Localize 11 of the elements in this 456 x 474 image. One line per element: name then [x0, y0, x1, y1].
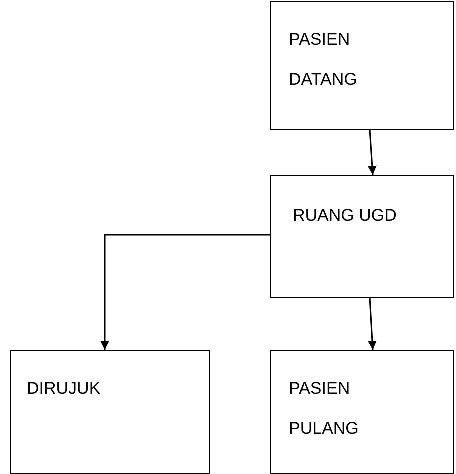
arrow [368, 130, 377, 176]
process-box [270, 175, 454, 298]
process-box [270, 350, 454, 474]
box-label: RUANG UGD [293, 205, 398, 227]
arrow [100, 234, 270, 350]
process-box [10, 350, 210, 474]
process-box [270, 1, 454, 130]
box-label: PASIEN PULANG [289, 378, 360, 440]
box-label: PASIEN DATANG [289, 29, 358, 91]
box-label: DIRUJUK [27, 378, 102, 400]
arrow [368, 298, 377, 350]
